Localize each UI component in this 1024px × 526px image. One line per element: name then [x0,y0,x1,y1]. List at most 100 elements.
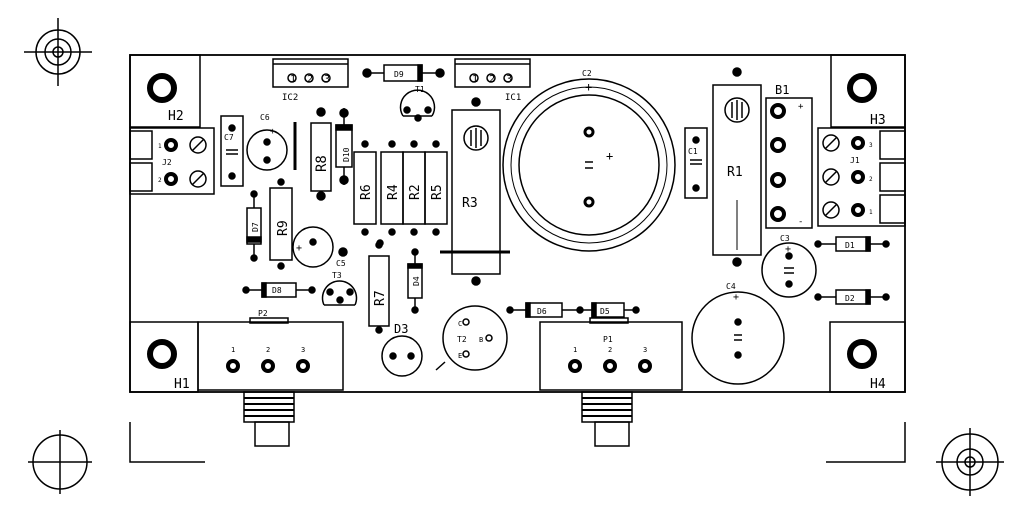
resistor-r8 [310,107,332,201]
label-ic2-pin1: 1 [290,74,296,85]
capacitor-c3 [761,242,817,298]
label-ic2-pin2: 2 [307,74,313,85]
label-d1: D1 [845,241,855,250]
label-c7: C7 [224,133,234,142]
label-d6: D6 [537,307,547,316]
label-p2: P2 [258,309,268,318]
label-p1-pin1: 1 [573,346,577,354]
label-d8: D8 [272,286,282,295]
registration-mark-top-left [24,18,92,86]
diode-d6 [506,302,584,318]
label-j2-pin1: 1 [158,143,162,150]
ic2-regulator [272,58,349,88]
potentiometer-p1 [539,317,683,447]
label-p2-pin2: 2 [266,346,270,354]
label-h2: H2 [168,109,184,124]
label-t2-b: B [479,336,483,344]
diode-d5 [580,302,640,318]
diode-d8 [242,282,316,298]
diode-d4 [407,248,423,314]
label-b1-plus: + [798,102,804,112]
label-c6: C6 [260,113,270,122]
label-r3: R3 [462,196,478,211]
label-p2-pin1: 1 [231,346,235,354]
connector-j1 [817,127,906,227]
label-c2-center-plus: + [606,149,613,163]
label-r2: R2 [408,184,423,200]
pads [376,239,741,266]
capacitor-c4 [691,291,785,385]
label-d5: D5 [600,307,610,316]
transistor-t3 [321,280,358,306]
label-p1-pin2: 2 [608,346,612,354]
label-c2-plus: + [585,80,592,94]
label-r7: R7 [373,290,388,306]
label-r8: R8 [314,155,330,172]
label-h3: H3 [870,113,886,128]
capacitor-c5 [292,226,348,268]
label-r9: R9 [276,220,291,236]
capacitor-c2 [502,78,676,252]
label-b1: B1 [775,83,789,97]
label-p1-pin3: 3 [643,346,647,354]
label-j1-pin3: 3 [869,142,873,149]
label-r4: R4 [386,184,401,200]
label-r1: R1 [727,165,743,180]
label-d2: D2 [845,294,855,303]
led-d3 [381,335,423,377]
mounting-hole-h4 [829,321,906,393]
diode-d1 [814,236,890,252]
label-d3: D3 [394,322,408,336]
diode-d9 [362,64,445,82]
label-j1: J1 [850,156,860,165]
transistor-t2 [435,305,508,371]
resistor-r5 [424,140,448,236]
mounting-hole-h2 [129,54,201,128]
label-ic2-pin3: 3 [324,74,330,85]
label-j2: J2 [162,158,172,167]
connector-j2 [129,127,215,195]
label-t2-e: E [458,352,462,360]
capacitor-c7 [220,115,244,187]
registration-mark-bottom-right [936,428,1004,496]
transistor-t1 [399,89,436,122]
label-c3-plus: + [785,244,791,255]
label-ic1-pin1: 1 [472,74,478,85]
resistor-r3 [440,97,510,286]
label-ic1-pin2: 2 [489,74,495,85]
label-p2-pin3: 3 [301,346,305,354]
label-c5-plus: + [296,243,302,254]
enclosure-outline-right [826,422,906,463]
label-ic1-pin3: 3 [506,74,512,85]
resistor-r9 [269,178,293,270]
label-j1-pin2: 2 [869,176,873,183]
label-ic1: IC1 [505,93,521,103]
label-b1-minus: - [798,217,803,227]
label-c4: C4 [726,282,736,291]
diode-d7 [246,190,262,262]
labels: H2 H3 H1 H4 IC2 IC1 1 2 3 1 2 3 D9 T1 J2… [158,69,886,392]
label-j2-pin2: 2 [158,177,162,184]
label-c6-plus: + [270,127,276,137]
label-c5: C5 [336,259,346,268]
label-t1: T1 [415,85,425,94]
resistor-r7 [368,241,390,334]
label-h1: H1 [174,377,190,392]
label-c2: C2 [582,69,592,78]
capacitor-c6 [246,129,288,171]
label-r6: R6 [359,184,374,200]
resistor-r6 [353,140,377,236]
label-c4-plus: + [733,292,739,303]
bridge-rectifier-b1 [765,97,813,229]
label-t2: T2 [457,335,467,344]
label-h4: H4 [870,377,886,392]
enclosure-outline-left [129,422,205,463]
ic1-regulator [454,58,531,88]
potentiometer-p2 [197,317,344,447]
capacitor-c1 [684,127,708,199]
label-r5: R5 [430,184,445,200]
label-j1-pin1: 1 [869,209,873,216]
label-d7: D7 [251,222,260,232]
label-d4: D4 [412,276,421,286]
